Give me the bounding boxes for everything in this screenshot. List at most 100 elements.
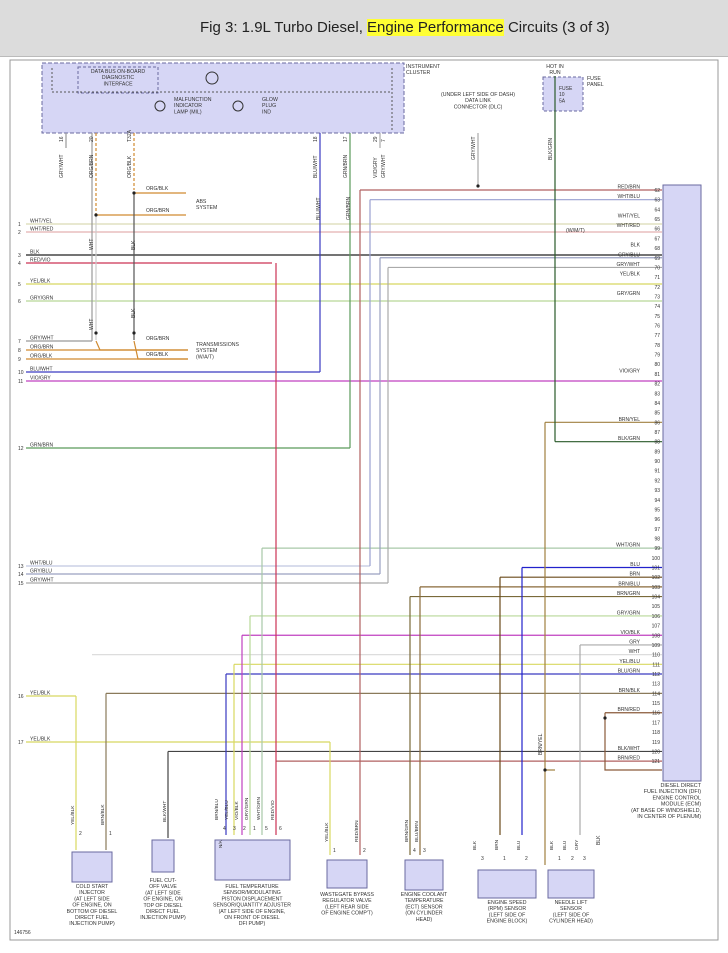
abs-wire-label: ORG/BRN [146,208,170,214]
component-pin-number: 1 [109,831,112,837]
ecm-pin-wire-label: BLK/WHT [618,746,640,752]
component-pin-number: 4 [413,848,416,854]
component-label: ON FRONT OF DIESEL [224,915,280,921]
component-wire-label: BLK [549,840,555,850]
left-wire-number: 1 [18,222,21,228]
wire-label: BLK [131,240,137,250]
ecm-pin-number: 96 [654,517,660,523]
component-pin-number: 6 [279,826,282,832]
ecm-pin-wire-label: RED/BRN [617,185,640,191]
cluster-interface-label: INTERFACE [103,81,133,87]
component-label: (ON CYLINDER [405,911,442,917]
cluster-pin-number: T32A [127,129,133,142]
ecm-pin-number: 108 [652,633,661,639]
left-wire-number: 10 [18,370,24,376]
splice-dot [603,716,607,720]
dlc-label: CONNECTOR (DLC) [454,104,503,110]
ecm-pin-number: 71 [654,275,660,281]
labels-layer: (UNDER LEFT SIDE OF DASH)DATA LINKCONNEC… [14,64,702,936]
data-bus-interface-box [77,66,159,94]
mil-label: MALFUNCTION [174,97,212,103]
component-wire-label: RED/VIO [270,800,276,820]
component-pin-number: 2 [363,848,366,854]
ecm-pin-number: 97 [654,527,660,533]
fuse-label: 5A [559,98,566,104]
component-pin-number: 1 [333,848,336,854]
left-wire-label: VIO/GRY [30,376,51,382]
glow-lamp-icon [232,100,244,112]
component-label: SENSOR [560,906,582,912]
dlc-label: DATA LINK [465,98,491,104]
ecm-label: (AT BASE OF WINDSHIELD, [631,808,701,814]
component-label: (AT LEFT SIDE [74,896,110,902]
ecm-pin-wire-label: GRY/GRN [617,610,641,616]
component-wire-label: BRN [494,839,500,850]
fuse-label: 10 [559,92,565,98]
ecm-label: IN CENTER OF PLENUM) [637,814,701,820]
component-pin-number: 2 [243,826,246,832]
ecm-pin-wire-label: GRY/WHT [616,262,640,268]
wire-label: WHT [89,319,95,330]
ecm-pin-number: 102 [652,575,661,581]
component-pin-number: 2 [571,856,574,862]
glow-plug-label: IND [262,109,271,115]
transmission-system-label: (W/A/T) [196,354,214,360]
wire-label: GRN/BRN [346,197,352,220]
left-wire-number: 3 [18,253,21,259]
splice-dot [94,213,98,217]
component-wire-label: BRN/GRN [404,819,410,842]
wire-label: BLU/WHT [316,198,322,221]
component-label: (LEFT REAR SIDE [325,904,369,910]
page-title: Fig 3: 1.9L Turbo Diesel, Engine Perform… [200,19,610,36]
component-pin-number: 1 [503,856,506,862]
ecm-pin-number: 116 [652,711,660,717]
wire-label: WHT [89,239,95,250]
cluster-interface-label: DIAGNOSTIC [102,75,135,81]
cluster-wire-label: GRY/WHT [59,154,65,178]
component-label: INJECTION PUMP) [69,921,115,927]
ecm-pin-number: 94 [654,498,660,504]
cluster-pin-number: 7 [381,139,387,142]
component-pin-label: N/A [218,839,223,848]
component-label: TEMPERATURE [405,898,444,904]
ecm-pin-wire-label: BLK [631,243,641,249]
ecm-pin-wire-label: BRN/GRN [617,591,640,597]
component-wire-label: BLK/WHT [162,801,168,822]
ecm-pin-wire-label: WHT/RED [617,223,641,229]
shield-wire-label: BRN/YEL [538,733,544,755]
left-wire-number: 5 [18,282,21,288]
ecm-pin-number: 101 [652,566,661,572]
figure-code: 146756 [14,930,31,936]
ecm-pin-number: 62 [654,188,660,194]
ecm-pin-wire-label: VIO/BLK [621,630,641,636]
splice-dot [132,331,136,335]
wiring-diagram-svg: DATA BUS ON-BOARDDIAGNOSTICINTERFACEMALF… [9,59,719,941]
ecm-pin-wire-label: BLU [630,562,640,568]
component-label: FUEL CUT- [150,878,177,884]
ecm-pin-number: 104 [652,595,661,601]
component-label: COLD START [76,884,109,890]
needle-lift-sensor-box [547,869,595,899]
left-wire-number: 8 [18,348,21,354]
component-label: DIRECT FUEL [146,909,180,915]
component-label: (AT LEFT SIDE [145,890,181,896]
ecm-pin-wire-label: WHT [629,649,640,655]
component-wire-label: BLK [472,840,478,850]
component-label: SENSOR/QUANTITY ADJUSTER [213,903,291,909]
rpm-sensor-box [477,869,537,899]
ecm-label: ENGINE CONTROL [652,795,701,801]
left-wire-number: 9 [18,357,21,363]
ecm-pin-number: 82 [654,382,660,388]
ecm-pin-number: 95 [654,507,660,513]
ecm-pin-wire-label: WHT/GRN [616,543,640,549]
ecm-pin-number: 121 [652,759,661,765]
hot-in-run-label: HOT IN [546,64,564,70]
abs-system-label: SYSTEM [196,205,217,211]
component-pin-number: 3 [583,856,586,862]
ecm-pin-number: 79 [654,353,660,359]
left-wire-number: 7 [18,339,21,345]
cluster-wire-label: BLU/WHT [313,156,319,179]
component-pin-number: 3 [423,848,426,854]
left-wire-label: GRY/GRN [30,296,54,302]
trans-wire [95,340,188,351]
